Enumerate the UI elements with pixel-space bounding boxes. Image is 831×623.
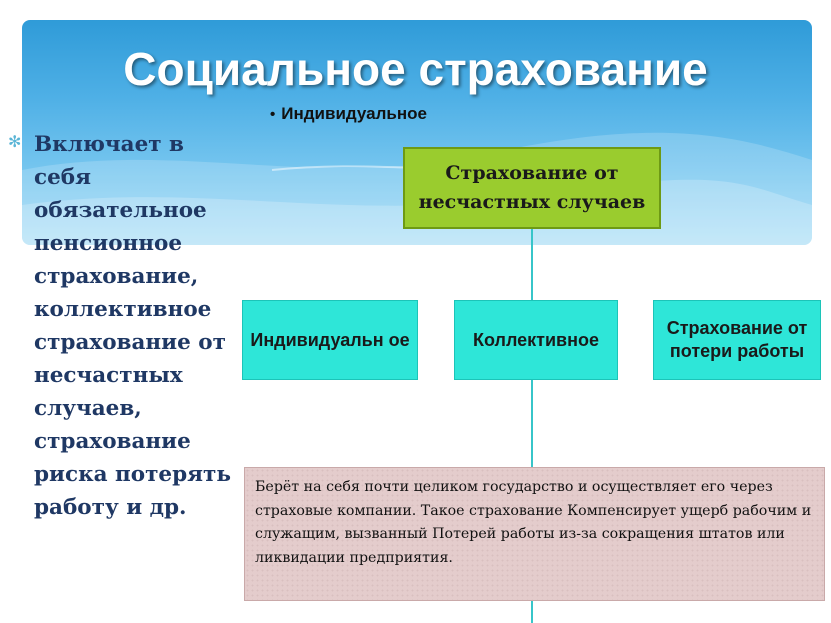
job-loss-box: Страхование от потери работы: [653, 300, 821, 380]
accident-insurance-box: Страхование от несчастных случаев: [403, 147, 661, 229]
page-title: Социальное страхование: [123, 43, 708, 95]
individual-box: Индивидуальн ое: [242, 300, 418, 380]
collective-box: Коллективное: [454, 300, 618, 380]
description-block: ✻ Включает в себя обязательное пенсионно…: [8, 128, 244, 524]
bullet-label: Индивидуальное: [281, 104, 427, 123]
description-text: Включает в себя обязательное пенсионное …: [34, 132, 231, 520]
note-text: Берёт на себя почти целиком государство …: [255, 479, 812, 566]
star-bullet-icon: ✻: [8, 134, 22, 151]
bullet-item: • Индивидуальное: [270, 104, 427, 124]
bullet-dot-icon: •: [270, 106, 276, 123]
connector-line: [531, 229, 533, 623]
explanation-note: Берёт на себя почти целиком государство …: [244, 467, 825, 601]
texture-overlay: [245, 468, 824, 600]
